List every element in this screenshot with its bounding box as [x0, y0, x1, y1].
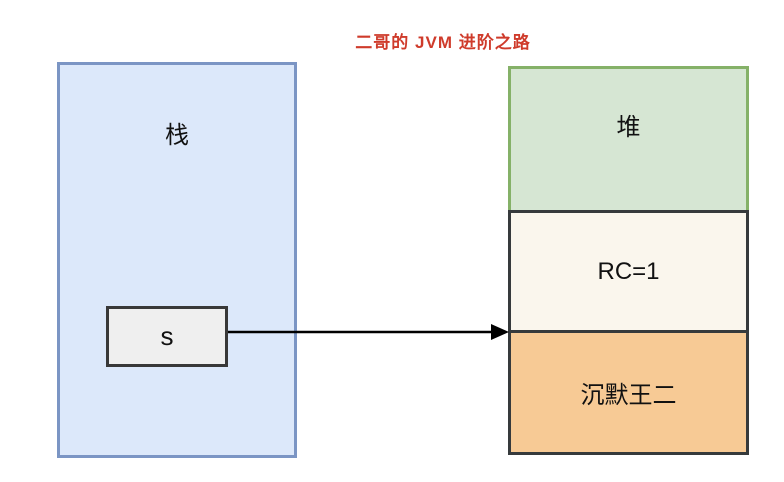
variable-s-label: s — [160, 321, 174, 351]
right-arrow-icon — [491, 324, 509, 340]
reference-count-box: RC=1 — [508, 210, 749, 333]
heap-object-box: 沉默王二 — [508, 330, 749, 455]
stack-box: 栈 — [57, 62, 297, 458]
heap-box: 堆 — [508, 66, 749, 213]
diagram-title: 二哥的 JVM 进阶之路 — [355, 33, 531, 52]
stack-label: 栈 — [165, 122, 189, 149]
variable-s-box: s — [106, 306, 228, 367]
heap-object-label: 沉默王二 — [580, 382, 677, 409]
reference-count-label: RC=1 — [597, 257, 660, 285]
heap-label: 堆 — [616, 114, 641, 141]
